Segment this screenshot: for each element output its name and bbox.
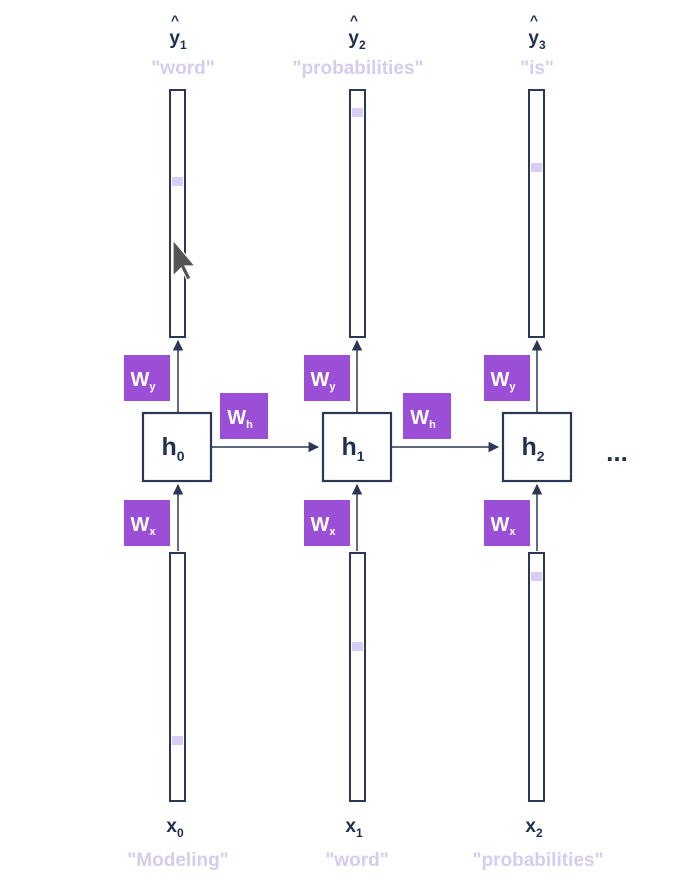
weight-wx-label: Wx (130, 514, 156, 538)
weight-wy-label: Wy (310, 369, 336, 393)
input-vector-active-cell (352, 642, 363, 651)
input-word-step-0: "Modeling" (127, 850, 228, 871)
output-vector-step-1 (349, 89, 366, 338)
hidden-state-label-step-1: h1 (341, 433, 364, 464)
weight-wy-box (124, 355, 170, 401)
mouse-pointer-icon (172, 238, 197, 281)
input-vector-step-1 (349, 552, 366, 802)
rnn-step-0: y1 ^ "word" Wy h0 Wx x0 "M (124, 12, 229, 871)
input-word-step-2: "probabilities" (473, 850, 604, 871)
input-label-step-0: x0 (166, 816, 184, 840)
input-label-step-2: x2 (525, 816, 543, 840)
weight-wx-box (484, 500, 530, 546)
output-hat-step-1: ^ (350, 12, 358, 28)
recurrent-connection-0: Wh (211, 393, 320, 453)
output-hat-step-2: ^ (530, 12, 538, 28)
output-vector-active-cell (531, 163, 542, 172)
weight-wh-box (220, 393, 268, 439)
output-vector-active-cell (172, 177, 183, 186)
weight-wx-box (304, 500, 350, 546)
rnn-step-2: y3 ^ "is" Wy h2 Wx x2 "probabilities" (473, 12, 604, 871)
hidden-state-label-step-0: h0 (161, 433, 184, 464)
weight-wy-box (484, 355, 530, 401)
output-vector-step-0 (169, 89, 186, 338)
output-hat-step-0: ^ (171, 12, 179, 28)
hidden-state-label-step-2: h2 (521, 433, 544, 464)
output-word-step-1: "probabilities" (293, 58, 424, 79)
input-vector-step-2 (528, 552, 545, 802)
output-word-step-0: "word" (151, 58, 214, 79)
output-vector-active-cell (352, 108, 363, 117)
output-label-step-2: y3 (528, 28, 546, 52)
hidden-state-box-step-1 (321, 411, 393, 483)
output-vector-step-2 (528, 89, 545, 338)
weight-wy-label: Wy (130, 369, 156, 393)
input-vector-step-0 (169, 552, 186, 802)
input-vector-active-cell (531, 572, 542, 581)
weight-wh-box (403, 393, 451, 439)
weight-wh-label: Wh (227, 407, 253, 431)
weight-wx-label: Wx (310, 514, 336, 538)
hidden-state-box-step-2 (501, 411, 573, 483)
weight-wh-label: Wh (410, 407, 436, 431)
output-label-step-0: y1 (169, 28, 187, 52)
hidden-state-box-step-0 (141, 411, 213, 483)
output-word-step-2: "is" (520, 58, 554, 79)
weight-wy-box (304, 355, 350, 401)
input-label-step-1: x1 (345, 816, 363, 840)
weight-wx-box (124, 500, 170, 546)
continuation-ellipsis: ... (606, 437, 628, 467)
input-word-step-1: "word" (325, 850, 388, 871)
weight-wx-label: Wx (490, 514, 516, 538)
weight-wy-label: Wy (490, 369, 516, 393)
rnn-step-1: y2 ^ "probabilities" Wy h1 Wx x1 "word" (293, 12, 424, 871)
input-vector-active-cell (172, 736, 183, 745)
recurrent-connection-1: Wh (391, 393, 500, 453)
output-label-step-1: y2 (348, 28, 366, 52)
